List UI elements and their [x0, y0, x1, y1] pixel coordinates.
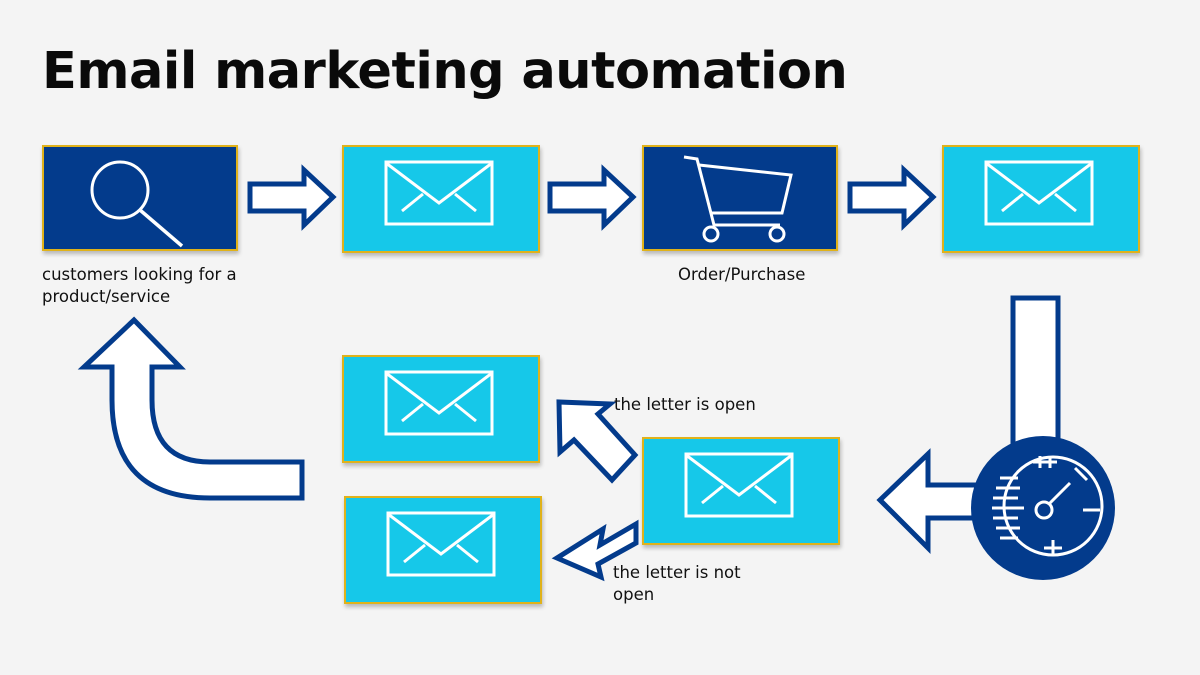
envelope-icon [384, 160, 494, 226]
envelope-icon [684, 452, 794, 518]
envelope-icon [384, 370, 494, 436]
right-arrow-icon [247, 164, 337, 231]
curved-up-arrow-icon [77, 316, 305, 501]
right-arrow-icon [847, 164, 937, 231]
diagonal-down-left-arrow-icon [551, 519, 639, 582]
right-arrow-icon [547, 164, 637, 231]
envelope-icon [386, 511, 496, 577]
search-icon [90, 160, 184, 248]
purchase-step [642, 145, 838, 251]
email-step-1 [342, 145, 540, 253]
not-open-caption-line2: open [613, 585, 655, 604]
open-caption: the letter is open [614, 395, 756, 414]
shopping-cart-icon [683, 155, 793, 243]
timer-icon [971, 436, 1115, 580]
order-caption: Order/Purchase [678, 265, 806, 284]
email-not-opened-followup [344, 496, 542, 604]
envelope-icon [984, 160, 1094, 226]
search-step [42, 145, 238, 251]
diagonal-up-left-arrow-icon [556, 399, 639, 484]
vertical-connector [1010, 295, 1061, 455]
search-caption: customers looking for a product/service [42, 265, 237, 306]
email-opened-followup [342, 355, 540, 463]
email-step-2 [942, 145, 1140, 253]
page-title: Email marketing automation [42, 42, 848, 101]
left-arrow-icon [876, 448, 981, 555]
email-sent-step [642, 437, 840, 545]
not-open-caption-line1: the letter is not [613, 563, 741, 582]
